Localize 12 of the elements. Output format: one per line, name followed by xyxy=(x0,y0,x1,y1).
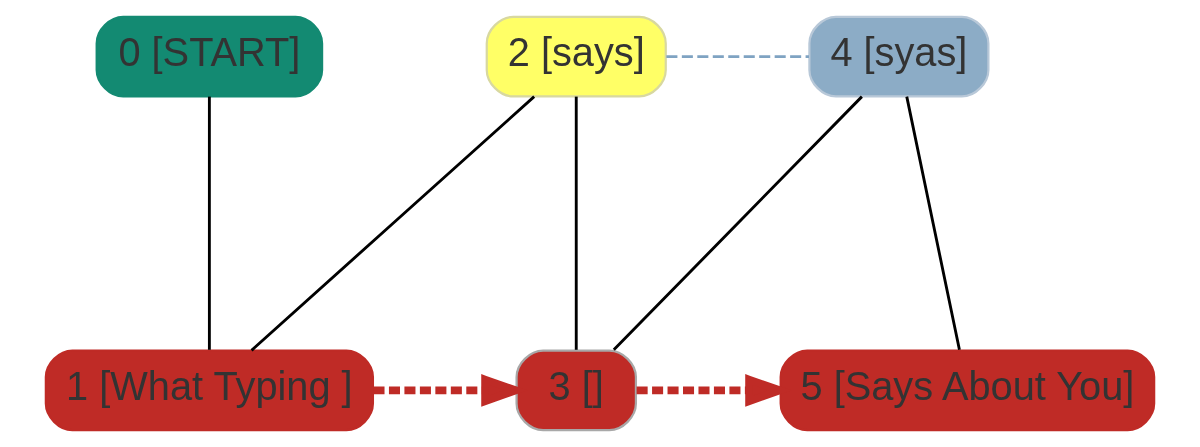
node-box: 5 [Says About You] xyxy=(779,349,1156,432)
connector xyxy=(612,95,863,351)
node-box: 3 [] xyxy=(515,349,637,432)
connector xyxy=(250,95,536,352)
node-box: 2 [says] xyxy=(485,15,667,98)
node-box: 4 [syas] xyxy=(808,15,990,98)
connector xyxy=(574,96,578,350)
node-box: 0 [START] xyxy=(95,15,324,98)
connector xyxy=(207,96,211,350)
node-box: 1 [What Typing ] xyxy=(44,349,375,432)
connector xyxy=(666,55,809,59)
connector xyxy=(905,96,961,351)
